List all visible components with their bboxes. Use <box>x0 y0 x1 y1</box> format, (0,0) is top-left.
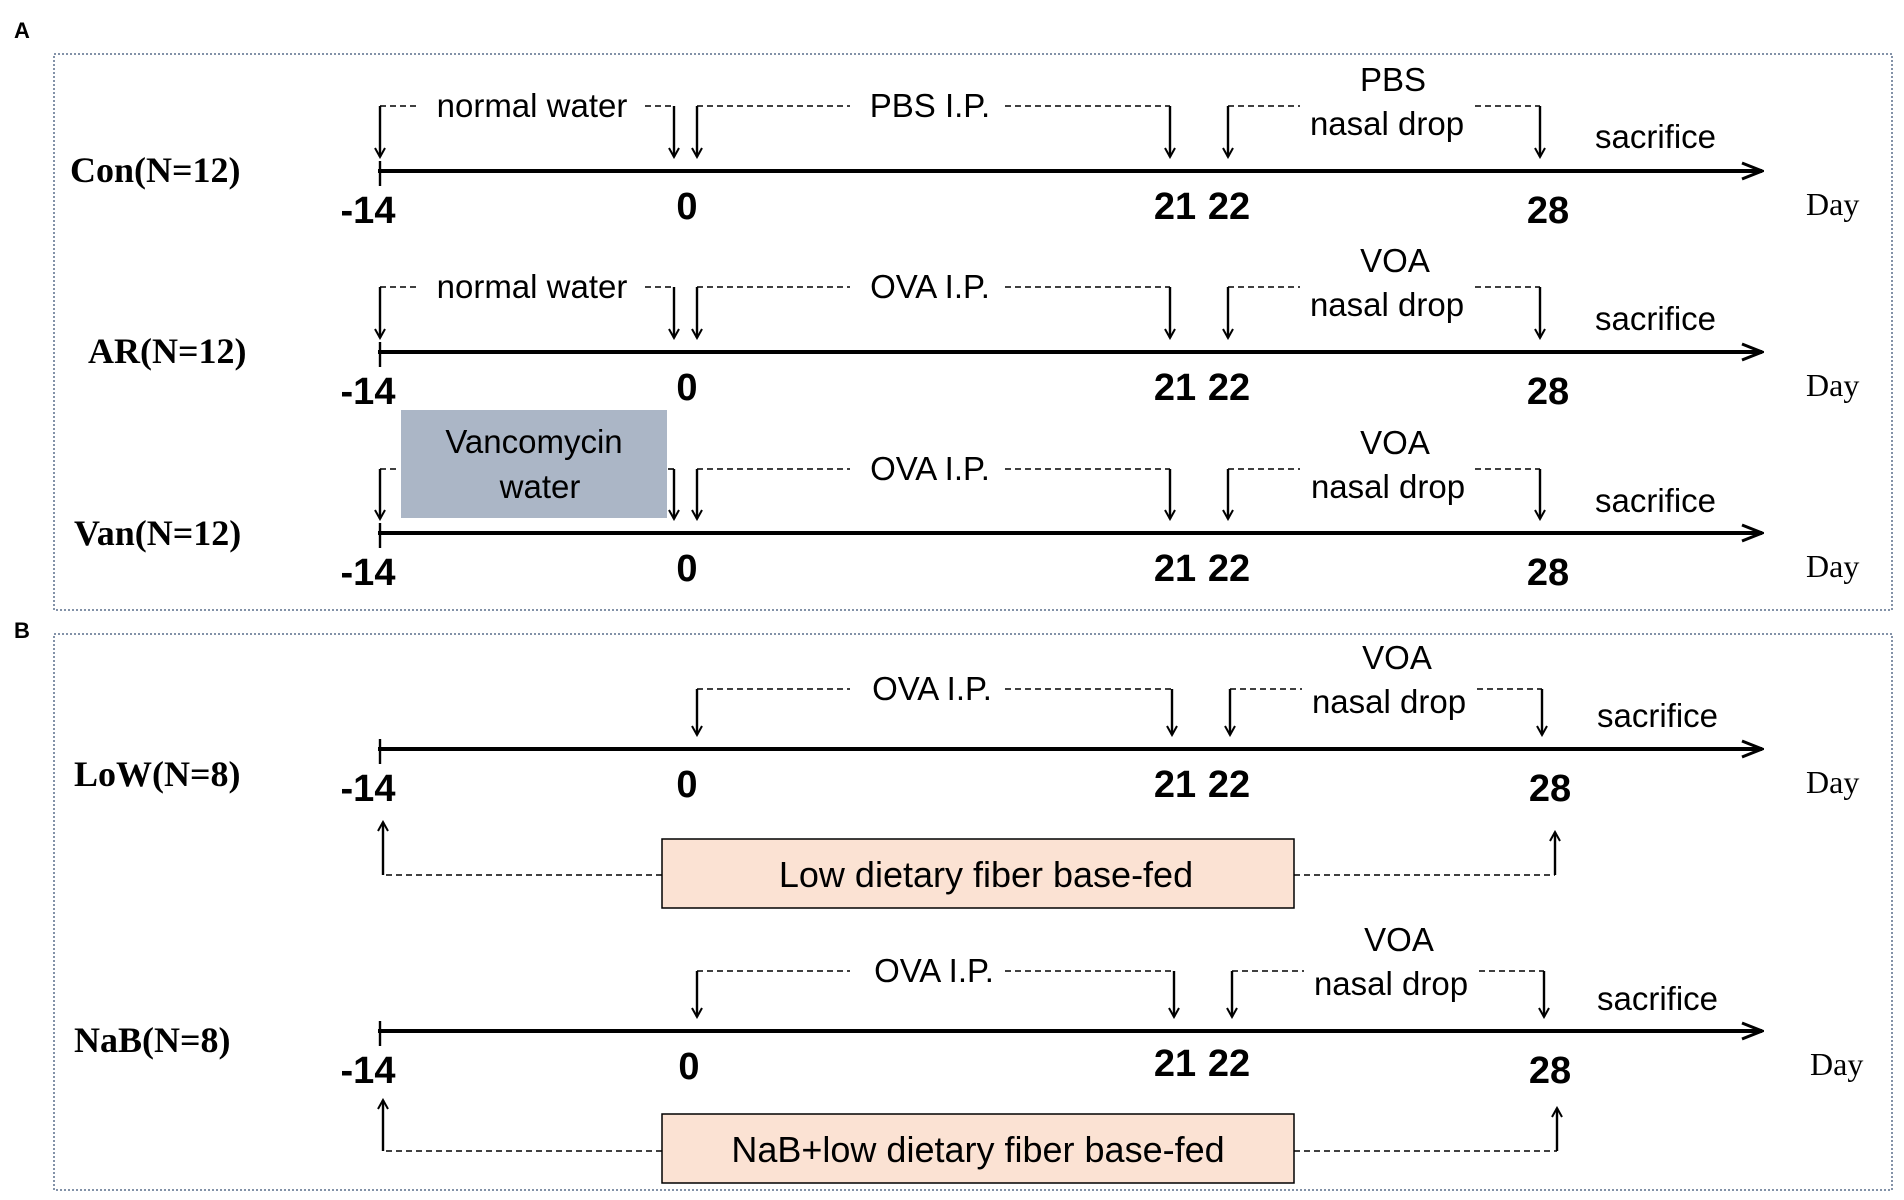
ip-label: OVA I.P. <box>874 952 994 989</box>
row-van: Van(N=12) -14 0 21 22 28 Day sacrifice V… <box>74 410 1859 594</box>
nasal-agent-label: VOA <box>1360 424 1430 461</box>
tick-22: 22 <box>1208 1043 1250 1085</box>
row-con: Con(N=12) -14 0 21 22 28 Day sacrifice n… <box>70 61 1859 232</box>
tick-28: 28 <box>1527 190 1569 232</box>
nasal-agent-label: VOA <box>1364 921 1434 958</box>
tick-28: 28 <box>1527 371 1569 413</box>
panel-a-border <box>53 53 1893 611</box>
day-label: Day <box>1810 1046 1863 1082</box>
tick-21: 21 <box>1154 186 1196 228</box>
day-label: Day <box>1806 548 1859 584</box>
ip-label: OVA I.P. <box>870 450 990 487</box>
day-label: Day <box>1806 186 1859 222</box>
tick-21: 21 <box>1154 367 1196 409</box>
sacrifice-label: sacrifice <box>1597 697 1718 734</box>
tick-22: 22 <box>1208 764 1250 806</box>
ip-label: OVA I.P. <box>872 670 992 707</box>
row-label: NaB(N=8) <box>74 1020 231 1060</box>
day-label: Day <box>1806 764 1859 800</box>
ip-label: PBS I.P. <box>870 87 990 124</box>
row-label: LoW(N=8) <box>74 754 241 794</box>
nasal-agent-label: VOA <box>1362 639 1432 676</box>
tick-0: 0 <box>676 764 697 806</box>
tick-28: 28 <box>1527 552 1569 594</box>
tick-21: 21 <box>1154 764 1196 806</box>
diet-box <box>661 838 1295 909</box>
day-label: Day <box>1806 367 1859 403</box>
tick-22: 22 <box>1208 548 1250 590</box>
panel-b-border <box>53 633 1893 1191</box>
vancomycin-water-box <box>401 410 667 518</box>
nasal-drop-label: nasal drop <box>1310 286 1464 323</box>
row-label: Con(N=12) <box>70 150 241 190</box>
pre-treatment-label: normal water <box>437 268 628 305</box>
tick-21: 21 <box>1154 1043 1196 1085</box>
tick-0: 0 <box>676 186 697 228</box>
pre-treatment-label: normal water <box>437 87 628 124</box>
row-low: LoW(N=8) -14 0 21 22 28 Day sacrifice OV… <box>74 639 1859 909</box>
tick-m14: -14 <box>341 552 396 594</box>
row-nab: NaB(N=8) -14 0 21 22 28 Day sacrifice OV… <box>74 921 1863 1184</box>
tick-m14: -14 <box>341 371 396 413</box>
ip-label: OVA I.P. <box>870 268 990 305</box>
tick-m14: -14 <box>341 190 396 232</box>
tick-28: 28 <box>1529 1050 1571 1092</box>
nasal-drop-label: nasal drop <box>1312 683 1466 720</box>
nasal-agent-label: PBS <box>1360 61 1426 98</box>
sacrifice-label: sacrifice <box>1597 980 1718 1017</box>
diet-box <box>661 1113 1295 1184</box>
panel-a-letter: A <box>14 18 30 43</box>
tick-m14: -14 <box>341 768 396 810</box>
nasal-drop-label: nasal drop <box>1310 105 1464 142</box>
tick-0: 0 <box>678 1046 699 1088</box>
tick-0: 0 <box>676 367 697 409</box>
tick-28: 28 <box>1529 768 1571 810</box>
nasal-drop-label: nasal drop <box>1311 468 1465 505</box>
tick-22: 22 <box>1208 367 1250 409</box>
diet-label: Low dietary fiber base-fed <box>779 854 1193 895</box>
panel-b-letter: B <box>14 618 30 643</box>
diet-label: NaB+low dietary fiber base-fed <box>731 1129 1224 1170</box>
nasal-drop-label: nasal drop <box>1314 965 1468 1002</box>
sacrifice-label: sacrifice <box>1595 482 1716 519</box>
nasal-agent-label: VOA <box>1360 242 1430 279</box>
tick-m14: -14 <box>341 1050 396 1092</box>
tick-21: 21 <box>1154 548 1196 590</box>
vancomycin-box-line1: Vancomycin <box>445 423 622 460</box>
row-ar: AR(N=12) -14 0 21 22 28 Day sacrifice no… <box>88 242 1859 413</box>
row-label: Van(N=12) <box>74 513 241 553</box>
tick-22: 22 <box>1208 186 1250 228</box>
sacrifice-label: sacrifice <box>1595 118 1716 155</box>
row-label: AR(N=12) <box>88 331 246 371</box>
tick-0: 0 <box>676 548 697 590</box>
sacrifice-label: sacrifice <box>1595 300 1716 337</box>
vancomycin-box-line2: water <box>499 468 581 505</box>
